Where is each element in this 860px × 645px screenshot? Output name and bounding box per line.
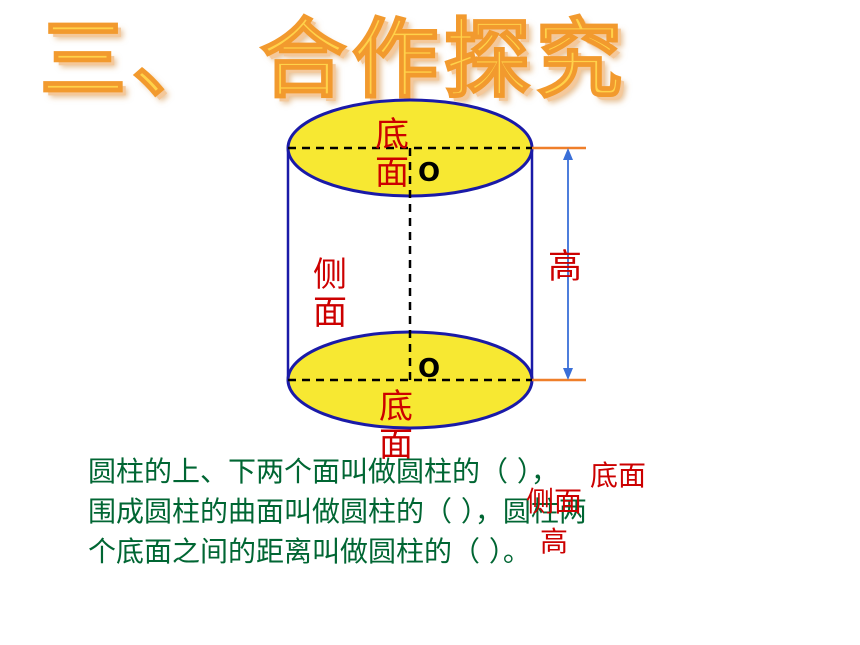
answer-height: 高 xyxy=(540,525,569,558)
label-side: 侧面 xyxy=(313,255,347,333)
label-height: 高 xyxy=(548,247,582,287)
height-arrow-head-bottom xyxy=(563,368,573,380)
label-bottom-base: 底面 xyxy=(379,387,413,465)
definition-line-2: 围成圆柱的曲面叫做圆柱的（ ），圆柱两 xyxy=(88,495,587,528)
center-bottom-label: O xyxy=(418,354,441,384)
definition-line-3: 个底面之间的距离叫做圆柱的（ ）。 xyxy=(88,535,531,568)
answer-base: 底面 xyxy=(590,459,647,492)
label-top-base: 底面 xyxy=(375,115,409,193)
height-arrow-head-top xyxy=(563,148,573,160)
page-title: 三、 合作探究 xyxy=(39,9,628,111)
answer-side: 侧面 xyxy=(526,485,583,518)
definition-line-1: 圆柱的上、下两个面叫做圆柱的（ ）， xyxy=(88,455,559,488)
center-top-label: O xyxy=(418,158,441,188)
definition-paragraph: 圆柱的上、下两个面叫做圆柱的（ ）， 围成圆柱的曲面叫做圆柱的（ ），圆柱两 个… xyxy=(88,452,788,572)
